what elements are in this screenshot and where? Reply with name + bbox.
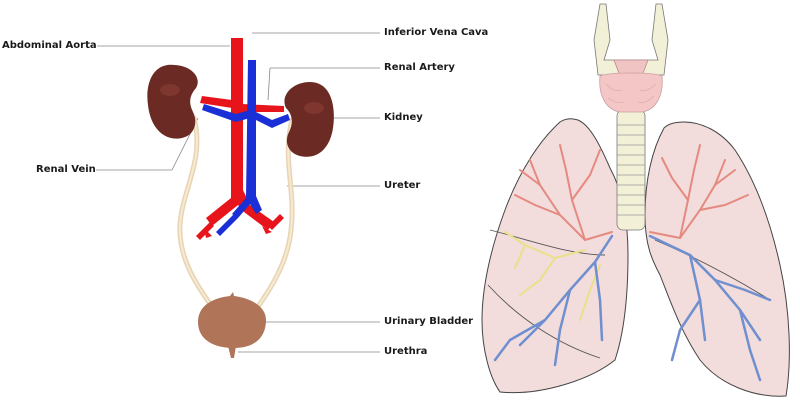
- urinary-bladder-shape: [198, 292, 266, 348]
- urinary-system: [96, 32, 380, 358]
- bronchi-lower: [493, 234, 772, 382]
- label-inferior-vena-cava: Inferior Vena Cava: [384, 27, 489, 38]
- right-kidney: [284, 82, 334, 157]
- left-lung: [644, 121, 790, 397]
- urethra-shape: [228, 346, 236, 358]
- urinary-leader-lines: [96, 32, 380, 353]
- label-urethra: Urethra: [384, 346, 428, 357]
- ureter-highlights: [178, 117, 294, 309]
- label-kidney: Kidney: [384, 112, 423, 123]
- inferior-vena-cava-shape: [202, 60, 290, 236]
- label-urinary-bladder: Urinary Bladder: [384, 316, 474, 327]
- thyroid: [599, 72, 663, 113]
- trachea: [616, 109, 646, 231]
- respiratory-system: [481, 3, 790, 397]
- label-renal-artery: Renal Artery: [384, 62, 455, 73]
- left-kidney: [147, 64, 198, 139]
- right-lung: [481, 118, 629, 394]
- label-ureter: Ureter: [384, 180, 421, 191]
- label-renal-vein: Renal Vein: [36, 164, 96, 175]
- bronchi-upper: [514, 144, 749, 242]
- label-abdominal-aorta: Abdominal Aorta: [2, 40, 97, 51]
